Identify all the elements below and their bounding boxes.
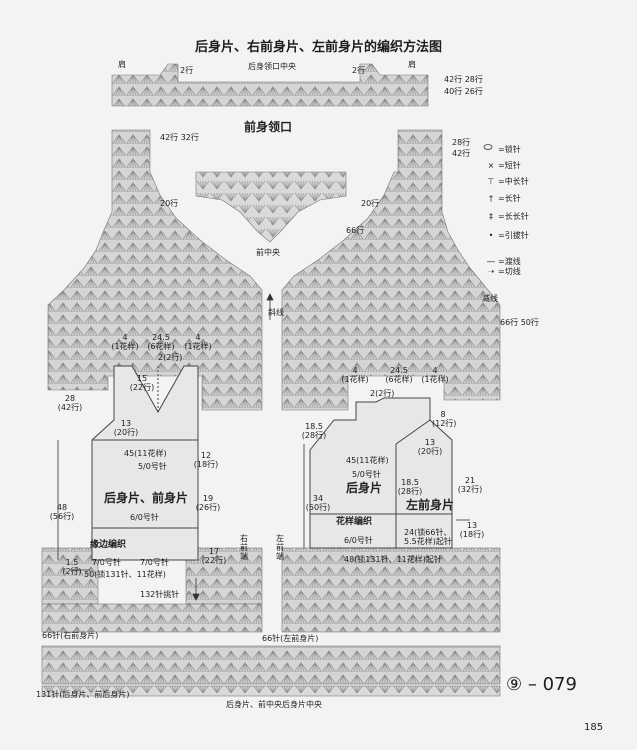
total-stitches: 131针(后身片、前后身片): [36, 690, 130, 699]
left-front-edge-label: 左前端: [276, 534, 284, 561]
back-v4: 48(56行): [49, 503, 75, 521]
rows-r1-label: 42行 28行: [444, 75, 483, 84]
front-neck-rows-l: 42行 32行: [160, 133, 199, 142]
back-needle3a: 7/0号针: [92, 558, 121, 567]
back-pick: 132针挑针: [140, 590, 180, 599]
front-motif: 花样编织: [336, 517, 373, 527]
back-pattern: 45(11花样): [124, 449, 167, 458]
front-w-left: 4(1花样): [341, 366, 369, 384]
back-needle3b: 7/0号针: [140, 558, 169, 567]
front-top-rows: 2(2行): [370, 389, 395, 398]
back-top-rows: 2(2行): [158, 353, 183, 362]
back-v1: 15(22行): [129, 374, 155, 392]
pattern-code: ⑨ – 079: [506, 674, 577, 695]
front-v7: 13(18行): [459, 521, 485, 539]
front-v6: 21(32行): [457, 476, 483, 494]
front-v4: 13(20行): [417, 438, 443, 456]
chain-icon: [483, 144, 493, 150]
legend-sl: •=引拔针: [488, 231, 529, 240]
bottom-band-1: [41, 645, 501, 685]
back-v8: 1.5(2行): [62, 558, 82, 576]
rows-right-label: 2行: [352, 66, 366, 75]
back-bottom: 50(锁131针、11花样): [84, 570, 166, 579]
legend-extra1: ―=渡线: [487, 257, 521, 266]
front-schematic: [309, 397, 453, 549]
front-pattern: 45(11花样): [346, 456, 389, 465]
front-v3: 8(12行): [432, 410, 457, 428]
front-needle1: 5/0号针: [352, 470, 381, 479]
legend-extra2: ➝=切线: [487, 267, 521, 276]
front-bottom: 48(锁131针、11花样)起针: [344, 555, 442, 564]
legend-hdc: ⊤=中长针: [487, 177, 529, 186]
bottom-center-label: 后身片、前中央后身片中央: [226, 700, 322, 709]
back-needle1: 5/0号针: [138, 462, 167, 471]
back-v6: 19(26行): [195, 494, 221, 512]
shoulder-right-label: 肩: [408, 60, 416, 69]
arrows: [57, 293, 470, 601]
back-w-left: 4(1花样): [111, 333, 139, 351]
front-neck-rows-20l: 20行: [160, 199, 179, 208]
front-back-title: 后身片: [346, 481, 383, 495]
legend-chain: =锁针: [498, 145, 521, 154]
legend-tr: ‡=长长针: [489, 212, 529, 221]
front-v1: 18.5(28行): [301, 422, 327, 440]
front-w-mid: 24.5(6花样): [385, 366, 413, 384]
front-neck-title: 前身领口: [244, 120, 293, 134]
right-front-pick: 66针(右前身片): [42, 631, 99, 640]
rows-66-50-label: 66行 50行: [500, 318, 539, 327]
back-shoulder-band: [111, 63, 429, 107]
back-v2: 28(42行): [57, 394, 83, 412]
back-w-right: 4(1花样): [184, 333, 212, 351]
front-needle2: 6/0号针: [344, 536, 373, 545]
left-body-panel: [41, 547, 501, 633]
diagonal-label: 斜线: [268, 308, 284, 317]
back-v7: 17(22行): [201, 547, 227, 565]
right-upper-panel: [281, 129, 501, 411]
rows-left-label: 2行: [180, 66, 194, 75]
bottom-band-2: [41, 685, 501, 697]
front-v2: 34(50行): [305, 494, 331, 512]
rows-r2-label: 40行 26行: [444, 87, 483, 96]
page-number: 185: [584, 722, 604, 733]
front-neck-rows-66: 66行: [346, 226, 365, 235]
back-edge-label: 缘边编织: [90, 540, 127, 550]
back-v3: 13(20行): [113, 419, 139, 437]
back-neck-center-label: 后身领口中央: [248, 62, 296, 71]
right-front-edge-label: 右前端: [240, 534, 248, 561]
back-w-mid: 24.5(6花样): [147, 333, 175, 351]
front-neck-panel: [195, 171, 347, 243]
legend-dc: †=长针: [489, 194, 521, 203]
left-upper-panel: [47, 129, 263, 411]
back-needle2: 6/0号针: [130, 513, 159, 522]
shoulder-left-label: 肩: [118, 60, 126, 69]
jianxian-label: 减线: [482, 294, 498, 303]
front-v5: 18.5(28行): [397, 478, 423, 496]
left-front-pick: 66针(左前身片): [262, 634, 319, 643]
back-v5: 12(18行): [193, 451, 219, 469]
page-title: 后身片、右前身片、左前身片的编织方法图: [194, 40, 442, 55]
back-schematic: [91, 365, 199, 561]
front-left-title: 左前身片: [406, 498, 455, 512]
front-count: 24(锁66针、5.5花样)起针: [404, 528, 452, 546]
legend-sc: ×=短针: [487, 161, 521, 170]
front-center-label: 前中央: [256, 248, 280, 257]
front-neck-rows-r1: 28行: [452, 138, 471, 147]
front-neck-rows-r2: 42行: [452, 149, 471, 158]
front-w-right: 4(1花样): [421, 366, 449, 384]
front-neck-rows-20r: 20行: [361, 199, 380, 208]
back-title: 后身片、前身片: [104, 491, 189, 505]
